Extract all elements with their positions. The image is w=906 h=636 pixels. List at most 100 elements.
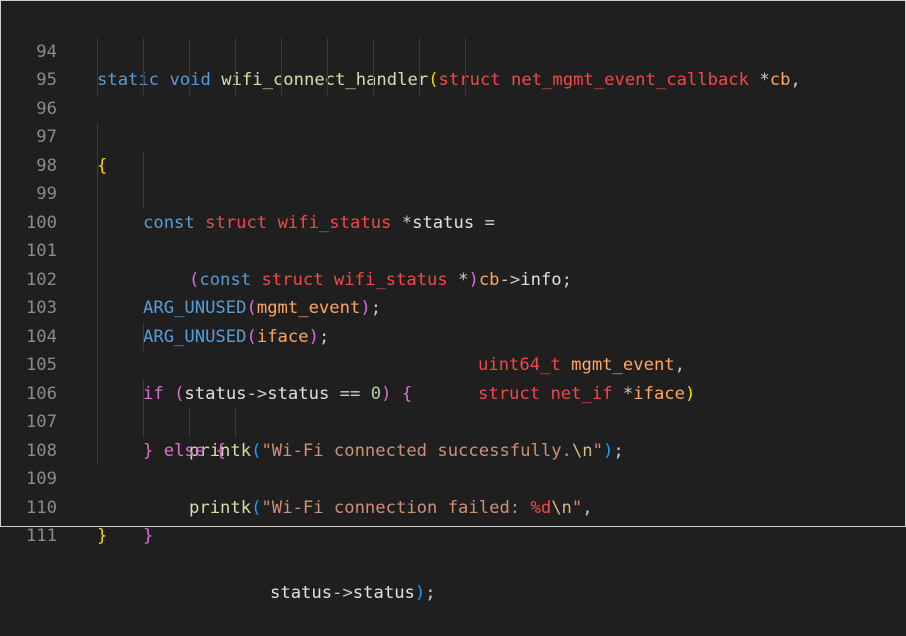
line-code[interactable]: { [97,152,107,181]
line-code[interactable]: } [143,522,153,551]
indent-guide [419,66,420,95]
indent-guide [143,66,144,95]
code-line-98[interactable]: 98 const struct wifi_status *status = [1,123,901,233]
string-literal: "Wi-Fi connection failed: [261,497,531,518]
code-line-94[interactable]: 94 static void wifi_connect_handler(stru… [1,9,901,91]
line-number: 104 [25,326,57,347]
line-code[interactable]: printk("Wi-Fi connected successfully.\n"… [189,437,624,466]
indent-guide [189,37,190,66]
string-literal: "Wi-Fi connected successfully. [261,440,572,461]
macro-name: ARG_UNUSED [143,298,247,318]
line-code[interactable]: status->status); [270,579,436,608]
field-name: info [520,269,562,290]
indent-guide [143,151,144,180]
line-number: 94 [36,41,57,62]
keyword: else [163,440,206,461]
type-name: net_mgmt_event_callback [511,70,749,90]
indent-guide [97,151,98,180]
code-line-109[interactable]: 109 } [1,436,901,546]
keyword: struct [205,212,268,233]
line-code[interactable]: (const struct wifi_status *)cb->info; [189,266,572,295]
line-code[interactable]: struct net_if *iface) [478,380,695,409]
code-line-111[interactable]: 111 [1,494,901,546]
function-name: printk [189,440,252,461]
bracket: } [97,526,108,546]
operator: -> [332,583,353,603]
code-line-96[interactable]: 96 struct net_if *iface) [1,66,901,404]
line-number: 106 [25,383,57,404]
code-line-102[interactable]: 102 ARG_UNUSED(iface); [1,237,901,347]
bracket: ( [251,497,262,518]
line-code[interactable]: if (status->status == 0) { [143,380,412,409]
line-number: 100 [25,212,57,233]
line-code[interactable]: } [97,522,107,551]
line-number: 110 [25,497,57,518]
line-number: 109 [25,469,57,489]
field-name: status [267,383,330,404]
line-code[interactable]: const struct wifi_status *status = [143,209,495,238]
bracket: ) [360,298,371,318]
code-line-108[interactable]: 108 status->status); [1,408,901,603]
code-line-104[interactable]: 104 if (status->status == 0) { [1,294,901,404]
line-code[interactable]: printk("Wi-Fi connection failed: %d\n", [189,494,593,523]
indent-guide [143,180,144,209]
operator: * [458,269,469,290]
bracket: ) [308,326,319,347]
keyword: struct [261,269,324,290]
punctuation: , [790,70,801,90]
operator: = [484,212,495,233]
code-line-103[interactable]: 103 [1,265,901,318]
keyword: const [199,269,252,290]
code-line-106[interactable]: 106 } else { [1,351,901,461]
line-number: 95 [36,70,57,90]
indent-guide [235,66,236,95]
type-name: uint64_t [478,355,561,375]
punctuation: ; [318,326,330,347]
bracket: ) [468,269,479,290]
code-line-95[interactable]: 95 uint64_t mgmt_event, [1,37,901,375]
code-line-107[interactable]: 107 printk("Wi-Fi connection failed: %d\… [1,379,901,518]
line-number: 97 [36,127,57,147]
code-line-101[interactable]: 101 ARG_UNUSED(mgmt_event); [1,208,901,318]
punctuation: ; [561,269,572,290]
line-code[interactable]: static void wifi_connect_handler(struct … [97,66,801,95]
line-code[interactable]: } else { [143,437,226,466]
parameter: iface [256,326,309,347]
code-line-97[interactable]: 97 { [1,95,901,176]
bracket: ( [174,383,185,404]
code-editor[interactable]: 94 static void wifi_connect_handler(stru… [0,0,906,603]
line-number: 107 [25,412,57,432]
code-line-100[interactable]: 100 [1,180,901,233]
parameter: mgmt_event [256,298,361,318]
indent-guide [327,66,328,95]
parameter: cb [769,70,791,90]
line-number: 101 [25,241,57,261]
bracket: { [97,155,108,176]
indent-guide [465,66,466,95]
line-number: 99 [36,184,57,204]
line-code[interactable]: uint64_t mgmt_event, [478,351,685,380]
bracket: { [215,440,226,461]
indent-guide [189,408,190,437]
string-literal: " [592,440,603,461]
indent-guide [97,294,98,323]
line-code[interactable]: ARG_UNUSED(iface); [143,323,329,352]
string-literal: " [571,497,583,518]
code-line-99[interactable]: 99 (const struct wifi_status *)cb->info; [1,151,901,290]
macro-name: ARG_UNUSED [143,326,247,347]
code-line-110[interactable]: 110 } [1,465,901,547]
bracket: ) [602,440,614,461]
line-code[interactable]: ARG_UNUSED(mgmt_event); [143,294,381,323]
operator: -> [499,269,521,290]
indent-guide [419,37,420,66]
indent-guide [97,322,98,351]
variable: status [270,583,333,603]
indent-guide [235,37,236,66]
keyword: struct [478,383,541,404]
line-number: 108 [25,440,57,461]
bracket: ( [246,298,257,318]
operator: -> [246,383,268,404]
variable: status [412,212,475,233]
code-line-105[interactable]: 105 printk("Wi-Fi connected successfully… [1,322,901,461]
line-number: 103 [25,298,57,318]
